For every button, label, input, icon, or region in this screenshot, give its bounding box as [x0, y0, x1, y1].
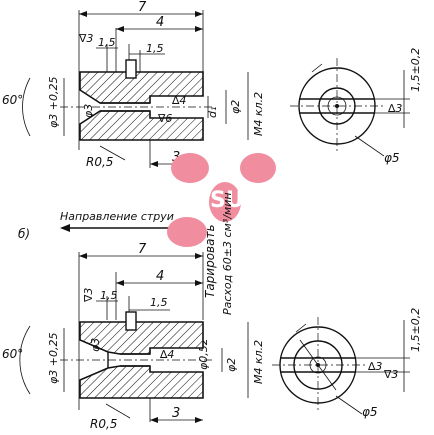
bore-diameter-label: φ3	[82, 104, 95, 118]
dim-total-length-label: 7	[138, 0, 147, 15]
dim-3-label-b: 3	[172, 406, 180, 421]
end-finish-label: ∆3	[387, 102, 402, 115]
finish-4-label: ∆4	[171, 94, 186, 107]
inlet-diameter-label: φ3 +0,25	[47, 77, 60, 128]
top-end-view: 1,5±0,2 ∆3 φ5	[290, 48, 422, 165]
radius-label: R0,5	[86, 155, 113, 169]
dim-1-5-right-b: 1,5	[150, 296, 168, 309]
finish-4-label-b: ∆4	[159, 348, 174, 361]
finish-6-label: ∇6	[157, 112, 172, 125]
dim-length-4-label-b: 4	[156, 269, 164, 284]
thread-label-b: M4 кл.2	[252, 340, 265, 384]
flow-direction-label: Направление струи	[60, 210, 174, 223]
end-finish-a-label: ∆3	[367, 360, 382, 373]
middle-annotations: б) Направление струи	[18, 210, 185, 241]
dim-1-5-left: 1,5	[98, 36, 116, 49]
thread-label: M4 кл.2	[252, 92, 265, 136]
dim-total-length-label-b: 7	[138, 242, 147, 257]
watermark-logo: VIH.SU	[158, 153, 276, 247]
dim-total-length: 7	[79, 0, 203, 17]
dim-length-4-label: 4	[156, 15, 164, 30]
end-dim-label-b: 1,5±0,2	[409, 308, 422, 352]
cone-angle-label: 60°	[2, 93, 23, 107]
orifice-d1-label: d₁	[206, 107, 219, 118]
bore-diameter-label-b: φ3	[89, 338, 102, 352]
bottom-end-view: 1,5±0,2 ∆3 ∇3 φ5	[272, 308, 422, 419]
dim-1-5-right: 1,5	[146, 42, 164, 55]
cone-angle-label-b: 60°	[2, 347, 23, 361]
top-section-view: 7 4 1,5 1,5 ∇3 60° φ3 +0,25	[2, 0, 265, 169]
end-dim-label: 1,5±0,2	[409, 48, 422, 92]
end-diameter-label: φ5	[384, 151, 400, 165]
end-diameter-label-b: φ5	[362, 405, 378, 419]
diameter-2-label: φ2	[229, 100, 242, 114]
watermark-text: VIH.SU	[158, 188, 244, 213]
diameter-2-label-b: φ2	[225, 358, 238, 372]
panel-label: б)	[18, 227, 30, 241]
surface-finish-top-b: ∇3	[82, 288, 95, 303]
radius-label-b: R0,5	[90, 417, 117, 431]
dim-3-label: 3	[172, 150, 180, 165]
flow-rate-note: Расход 60±3 см³/мин	[221, 192, 234, 315]
bottom-section-view: 7 4 1,5 1,5 ∇3 60° φ3 +0,25 φ3 ∆4 φ2 M4 …	[2, 242, 265, 431]
end-finish-b-label: ∇3	[383, 368, 398, 381]
surface-finish-top: ∇3	[78, 32, 93, 45]
calibrate-note: Тарировать	[203, 224, 217, 298]
inlet-diameter-label-b: φ3 +0,25	[47, 333, 60, 384]
dim-length-4: 4	[116, 15, 203, 32]
dim-1-5-left-b: 1,5	[100, 289, 118, 302]
